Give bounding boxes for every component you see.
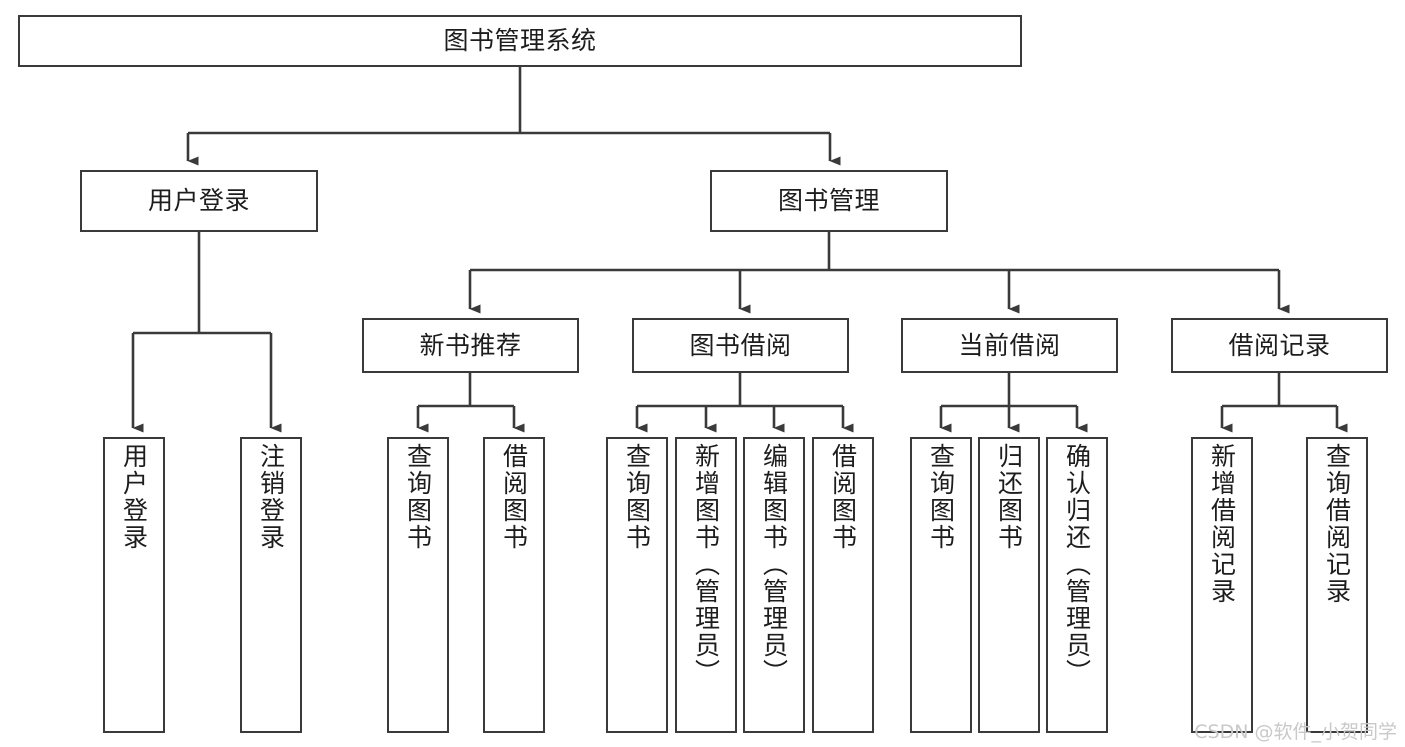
node-label: 查询图书: [403, 443, 433, 551]
node-book-management[interactable]: 图书管理: [710, 170, 948, 232]
node-label: 查询图书: [622, 443, 652, 551]
node-leaf-search-borrow-record[interactable]: 查询借阅记录: [1306, 437, 1368, 733]
node-leaf-edit-book-admin[interactable]: 编辑图书（管理员）: [743, 437, 805, 733]
node-label: 图书管理系统: [443, 26, 597, 56]
node-current-borrow[interactable]: 当前借阅: [901, 318, 1118, 373]
node-new-book-recommend[interactable]: 新书推荐: [362, 318, 579, 373]
node-label: 用户登录: [147, 186, 250, 216]
node-label: 查询借阅记录: [1322, 443, 1352, 605]
node-label: 归还图书: [994, 443, 1024, 551]
node-leaf-return-books[interactable]: 归还图书: [978, 437, 1040, 733]
node-label: 当前借阅: [958, 330, 1061, 360]
node-label: 新书推荐: [419, 330, 522, 360]
node-book-borrow[interactable]: 图书借阅: [632, 318, 849, 373]
node-leaf-confirm-return-admin[interactable]: 确认归还（管理员）: [1046, 437, 1108, 733]
node-leaf-add-borrow-record[interactable]: 新增借阅记录: [1191, 437, 1253, 733]
node-leaf-search-books-borrow[interactable]: 查询图书: [606, 437, 668, 733]
node-label: 借阅图书: [499, 443, 529, 551]
node-label: 借阅记录: [1228, 330, 1331, 360]
node-leaf-add-book-admin[interactable]: 新增图书（管理员）: [675, 437, 737, 733]
node-root-library-system[interactable]: 图书管理系统: [18, 15, 1022, 67]
node-label: 确认归还（管理员）: [1062, 443, 1092, 686]
csdn-watermark: CSDN @软件_小贺同学: [1194, 721, 1397, 743]
node-leaf-borrow-books-borrow[interactable]: 借阅图书: [812, 437, 874, 733]
node-user-login[interactable]: 用户登录: [80, 170, 318, 232]
node-borrow-records[interactable]: 借阅记录: [1171, 318, 1388, 373]
node-leaf-user-login[interactable]: 用户登录: [103, 437, 165, 733]
node-label: 查询图书: [926, 443, 956, 551]
node-label: 注销登录: [256, 443, 286, 551]
node-label: 借阅图书: [828, 443, 858, 551]
node-label: 用户登录: [119, 443, 149, 551]
node-leaf-search-books-newbook[interactable]: 查询图书: [387, 437, 449, 733]
node-leaf-logout[interactable]: 注销登录: [240, 437, 302, 733]
node-label: 新增借阅记录: [1207, 443, 1237, 605]
node-leaf-borrow-books-newbook[interactable]: 借阅图书: [483, 437, 545, 733]
node-label: 图书借阅: [689, 330, 792, 360]
node-label: 新增图书（管理员）: [691, 443, 721, 686]
node-label: 编辑图书（管理员）: [759, 443, 789, 686]
node-leaf-search-books-current[interactable]: 查询图书: [910, 437, 972, 733]
node-label: 图书管理: [777, 186, 880, 216]
